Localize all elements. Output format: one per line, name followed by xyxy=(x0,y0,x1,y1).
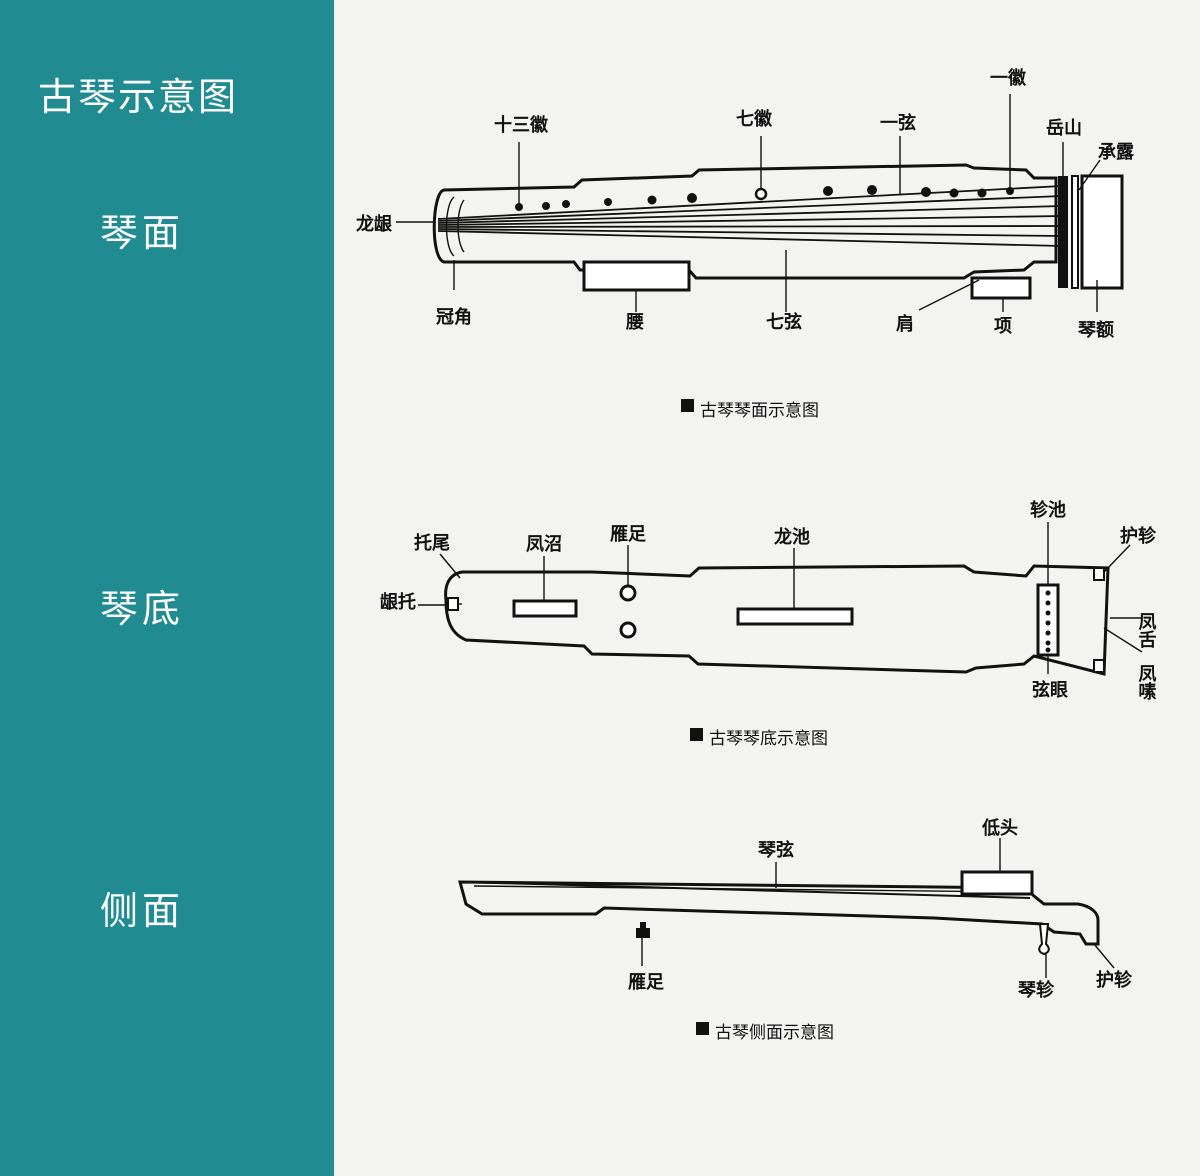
hu-zhen-bottom xyxy=(1093,659,1105,673)
caption-top-view: 古琴琴面示意图 xyxy=(700,401,819,421)
top-strings xyxy=(437,185,1063,247)
label-shisan-hui: 十三徽 xyxy=(494,114,549,136)
label-long-yin: 龙龈 xyxy=(356,213,393,235)
caption-side-view: 古琴侧面示意图 xyxy=(715,1023,834,1043)
hui-dots xyxy=(515,185,1014,211)
label-yi-xian: 一弦 xyxy=(880,112,916,134)
guqin-diagram: 十三徽 七徽 一弦 一徽 岳山 承露 龙龈 冠角 腰 七弦 肩 项 琴额 古琴琴… xyxy=(356,67,1157,1043)
page-title: 古琴示意图 xyxy=(38,75,239,119)
bottom-leaders xyxy=(418,522,1143,674)
caption-square-bottom xyxy=(690,728,703,741)
caption-bottom-view: 古琴琴底示意图 xyxy=(709,729,828,749)
label-guan-jiao: 冠角 xyxy=(436,306,472,328)
sidebar: 古琴示意图 琴面 琴底 侧面 xyxy=(0,0,334,1176)
yin-tuo-block xyxy=(447,597,459,611)
qine-box xyxy=(1080,174,1124,290)
side-top-edge xyxy=(473,885,1025,893)
yan-zu-stem xyxy=(640,922,646,930)
yueshan-bar xyxy=(1058,176,1068,288)
side-string xyxy=(461,881,1031,899)
label-qin-e: 琴额 xyxy=(1078,319,1114,341)
yan-zu-foot xyxy=(636,928,650,938)
label-hu-zhen-bottom: 护轸 xyxy=(1120,525,1157,547)
caption-square-top xyxy=(681,399,694,412)
diagram-canvas: 十三徽 七徽 一弦 一徽 岳山 承露 龙龈 冠角 腰 七弦 肩 项 琴额 古琴琴… xyxy=(334,0,1200,1176)
label-yan-zu-side: 雁足 xyxy=(628,972,664,993)
yan-zu-hole-2 xyxy=(619,621,637,639)
caption-square-side xyxy=(696,1022,709,1035)
side-view: 低头 琴弦 雁足 琴轸 护轸 古琴侧面示意图 xyxy=(458,817,1133,1043)
label-feng-she: 凤舌 xyxy=(1136,612,1157,649)
long-chi xyxy=(736,607,854,626)
side-leaders xyxy=(641,838,1115,978)
label-yue-shan: 岳山 xyxy=(1046,118,1082,139)
label-top-view: 琴面 xyxy=(100,211,185,255)
top-body-outline xyxy=(432,163,1058,280)
label-long-chi: 龙池 xyxy=(774,526,810,548)
label-xiang: 项 xyxy=(994,316,1012,337)
label-feng-sang: 凤嗉 xyxy=(1136,664,1157,701)
top-view: 十三徽 七徽 一弦 一徽 岳山 承露 龙龈 冠角 腰 七弦 肩 项 琴额 古琴琴… xyxy=(356,67,1135,421)
label-yin-tuo: 龈托 xyxy=(380,591,416,613)
label-qi-xian: 七弦 xyxy=(766,311,802,333)
label-qi-hui: 七徽 xyxy=(736,108,773,130)
label-cheng-lu: 承露 xyxy=(1098,142,1135,163)
hu-zhen-top xyxy=(1093,567,1105,581)
label-di-tou: 低头 xyxy=(981,817,1018,839)
feng-zhao xyxy=(512,599,578,618)
side-body-outline xyxy=(458,880,1100,946)
label-jian: 肩 xyxy=(896,313,914,335)
label-yao: 腰 xyxy=(625,312,644,333)
di-tou-box xyxy=(960,870,1034,896)
label-feng-zhao: 凤沼 xyxy=(526,533,562,555)
label-tuo-wei: 托尾 xyxy=(414,532,450,554)
yao-box xyxy=(582,260,691,292)
top-guanjiao-inner-2 xyxy=(457,199,465,253)
top-leaders xyxy=(396,94,1101,312)
label-qin-zhen: 琴轸 xyxy=(1018,979,1055,1001)
label-yi-hui: 一徽 xyxy=(990,67,1027,89)
label-yan-zu-bottom: 雁足 xyxy=(610,524,646,545)
chenglu-bar xyxy=(1071,175,1079,289)
label-side-view: 侧面 xyxy=(100,889,185,933)
label-xian-yan: 弦眼 xyxy=(1032,679,1068,701)
bottom-body-outline xyxy=(444,564,1110,676)
yan-zu-hole-1 xyxy=(619,584,637,602)
bottom-view: 托尾 凤沼 雁足 龙池 轸池 护轸 龈托 凤舌 凤嗉 弦眼 古琴琴底示意图 xyxy=(380,499,1157,749)
qin-zhen-peg xyxy=(1038,923,1050,956)
label-zhen-chi: 轸池 xyxy=(1030,499,1066,521)
xiang-box xyxy=(970,276,1032,300)
xian-yan-holes xyxy=(1045,590,1051,653)
label-qin-xian: 琴弦 xyxy=(758,839,794,861)
label-hu-zhen-side: 护轸 xyxy=(1096,969,1133,991)
label-bottom-view: 琴底 xyxy=(100,587,185,631)
